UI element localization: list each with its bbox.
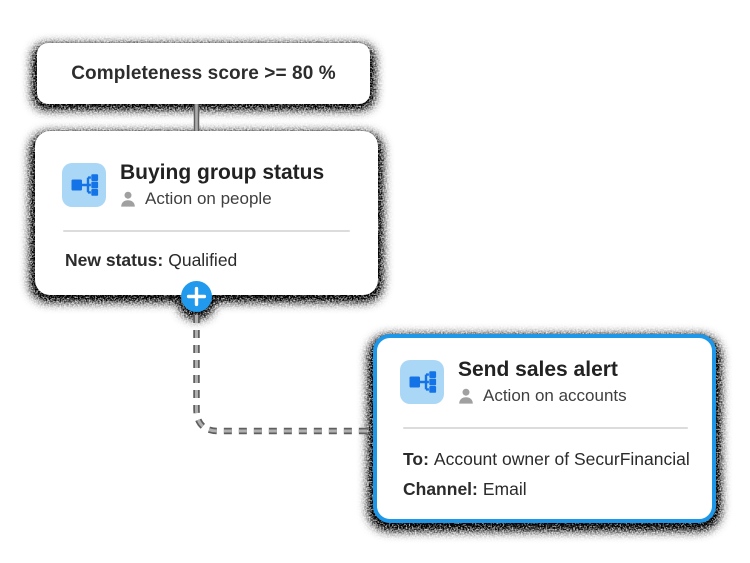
buying-group-node-subtitle: Action on people [145, 189, 272, 208]
org-chart-icon [62, 163, 106, 207]
to-field-label: To: [403, 449, 429, 469]
connector-buying-group-to-send-alert [193, 315, 371, 435]
person-icon [459, 388, 473, 404]
person-icon [121, 191, 135, 207]
send-alert-node-subtitle: Action on accounts [483, 386, 627, 405]
card-divider [403, 427, 688, 429]
condition-node-card[interactable]: Completeness score >= 80 % [37, 43, 370, 104]
status-field-label: New status: [65, 250, 164, 270]
channel-field-label: Channel: [403, 478, 478, 499]
buying-group-status-field: New status:Qualified [65, 250, 237, 271]
send-alert-node-title: Send sales alert [458, 358, 618, 381]
card-divider [63, 230, 350, 232]
condition-node-title: Completeness score >= 80 % [71, 62, 336, 84]
send-alert-node-card[interactable]: Send sales alert Action on accounts To:A… [373, 334, 716, 523]
plus-icon [186, 286, 207, 307]
buying-group-node-title: Buying group status [120, 161, 325, 184]
channel-field-value: Email [482, 478, 527, 499]
org-chart-icon [400, 360, 444, 404]
status-field-value: Qualified [168, 250, 238, 270]
to-field-value: Account owner of SecurFinancial [433, 449, 690, 469]
send-alert-channel-field: Channel:Email [403, 475, 690, 505]
add-node-button[interactable] [181, 281, 212, 312]
send-alert-to-field: To:Account owner of SecurFinancial [403, 445, 690, 475]
buying-group-node-card[interactable]: Buying group status Action on people New… [35, 131, 378, 295]
